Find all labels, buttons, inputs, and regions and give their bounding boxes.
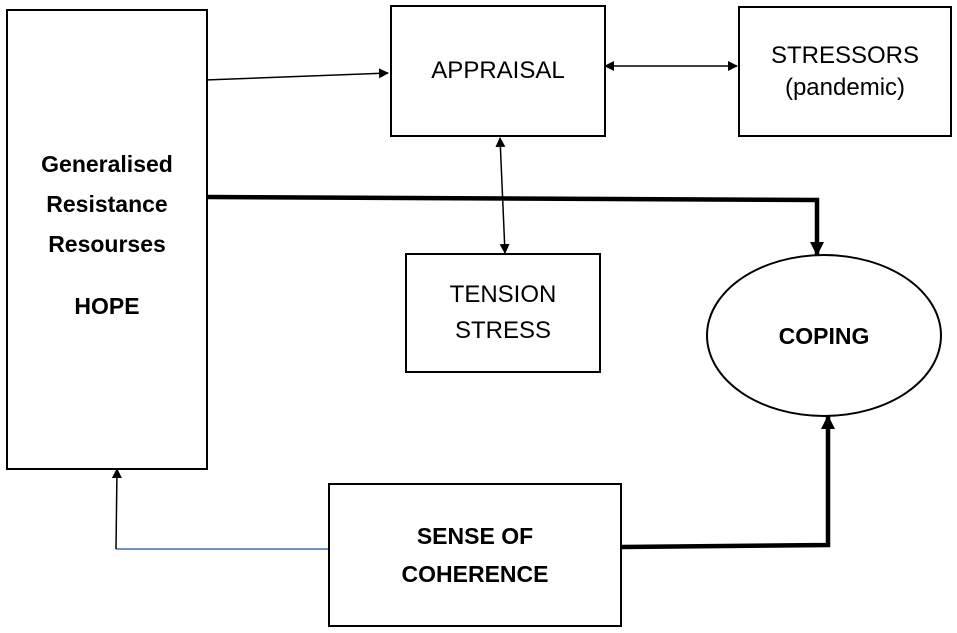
tension-line-1: TENSION: [449, 281, 557, 308]
tension-line-2: STRESS: [454, 317, 552, 344]
grr-line-1: Generalised: [41, 151, 173, 177]
soc-line-1: SENSE OF: [416, 523, 534, 549]
arrow-grr-to-coping: [207, 194, 824, 256]
arrow-soc-to-coping: [619, 415, 835, 550]
grr-line-3: Resourses: [48, 231, 166, 257]
node-tension-stress: TENSION STRESS: [405, 253, 601, 373]
node-appraisal: APPRAISAL: [390, 5, 606, 137]
stressors-line-2: (pandemic): [784, 73, 906, 101]
grr-hope: HOPE: [74, 293, 140, 319]
soc-line-2: COHERENCE: [401, 561, 549, 587]
node-stressors: STRESSORS (pandemic): [738, 6, 952, 137]
coping-label: COPING: [778, 322, 870, 349]
arrow-soc-to-grr: [111, 468, 122, 550]
node-generalised-resistance-resources: Generalised Resistance Resourses HOPE: [6, 9, 208, 470]
node-sense-of-coherence: SENSE OF COHERENCE: [328, 483, 622, 627]
node-coping: COPING: [706, 254, 942, 417]
grr-line-2: Resistance: [46, 191, 168, 217]
appraisal-label: APPRAISAL: [431, 57, 565, 84]
arrow-grr-to-appraisal: [204, 68, 389, 81]
arrow-appraisal-tension: [495, 137, 510, 254]
stressors-line-1: STRESSORS: [770, 41, 920, 69]
